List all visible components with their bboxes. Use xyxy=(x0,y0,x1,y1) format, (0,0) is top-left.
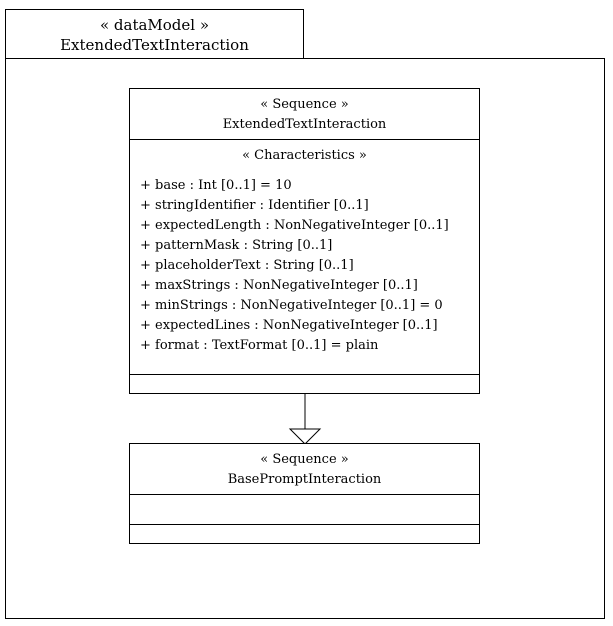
attribute-item: + expectedLines : NonNegativeInteger [0.… xyxy=(140,318,438,333)
class-name: ExtendedTextInteraction xyxy=(222,117,387,132)
attributes-compartment: « Characteristics » + base : Int [0..1] … xyxy=(130,139,479,374)
attribute-item: + minStrings : NonNegativeInteger [0..1]… xyxy=(140,298,443,313)
attribute-item: + patternMask : String [0..1] xyxy=(140,238,333,253)
frame-title: ExtendedTextInteraction xyxy=(60,36,249,54)
attribute-item: + maxStrings : NonNegativeInteger [0..1] xyxy=(140,278,418,293)
class-base-prompt-interaction[interactable]: « Sequence » BasePromptInteraction xyxy=(129,443,480,544)
class-header: « Sequence » BasePromptInteraction xyxy=(130,444,479,494)
class-stereotype: « Sequence » xyxy=(260,97,349,112)
attribute-item: + placeholderText : String [0..1] xyxy=(140,258,354,273)
operations-compartment xyxy=(130,374,479,393)
attribute-item: + base : Int [0..1] = 10 xyxy=(140,178,292,193)
operations-compartment xyxy=(130,524,479,543)
section-label: « Characteristics » xyxy=(242,148,367,163)
class-header: « Sequence » ExtendedTextInteraction xyxy=(130,89,479,139)
class-extended-text-interaction[interactable]: « Sequence » ExtendedTextInteraction « C… xyxy=(129,88,480,394)
class-stereotype: « Sequence » xyxy=(260,452,349,467)
attribute-item: + expectedLength : NonNegativeInteger [0… xyxy=(140,218,449,233)
attribute-item: + stringIdentifier : Identifier [0..1] xyxy=(140,198,369,213)
generalization-arrowhead xyxy=(288,428,322,445)
diagram-frame-tab: « dataModel » ExtendedTextInteraction xyxy=(5,9,304,58)
class-name: BasePromptInteraction xyxy=(227,472,382,487)
attributes-compartment xyxy=(130,494,479,524)
frame-stereotype: « dataModel » xyxy=(99,16,210,34)
attribute-item: + format : TextFormat [0..1] = plain xyxy=(140,338,379,353)
